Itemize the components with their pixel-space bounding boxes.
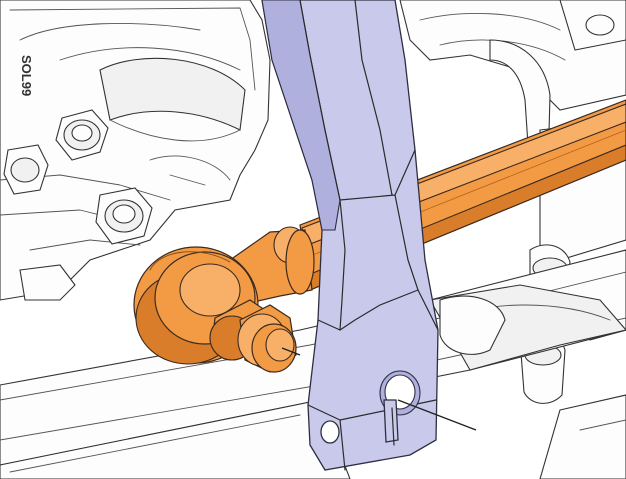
ball-joint: [133, 226, 315, 373]
separator-tool: [261, 0, 439, 471]
casting-marking: SOL99: [19, 55, 34, 96]
tool-bolt-hole: [320, 420, 340, 444]
bolt-upper: [55, 109, 109, 161]
tool-slot: [379, 370, 421, 446]
callout-lines: [281, 347, 477, 431]
steering-knuckle: SOL99: [0, 0, 271, 301]
callout-line-ball-joint: [281, 347, 301, 356]
bolt-lower: [95, 187, 153, 245]
casting-text: SOL99: [19, 55, 34, 96]
bolt-left: [3, 144, 49, 195]
callout-line-tool-slot: [397, 399, 477, 431]
